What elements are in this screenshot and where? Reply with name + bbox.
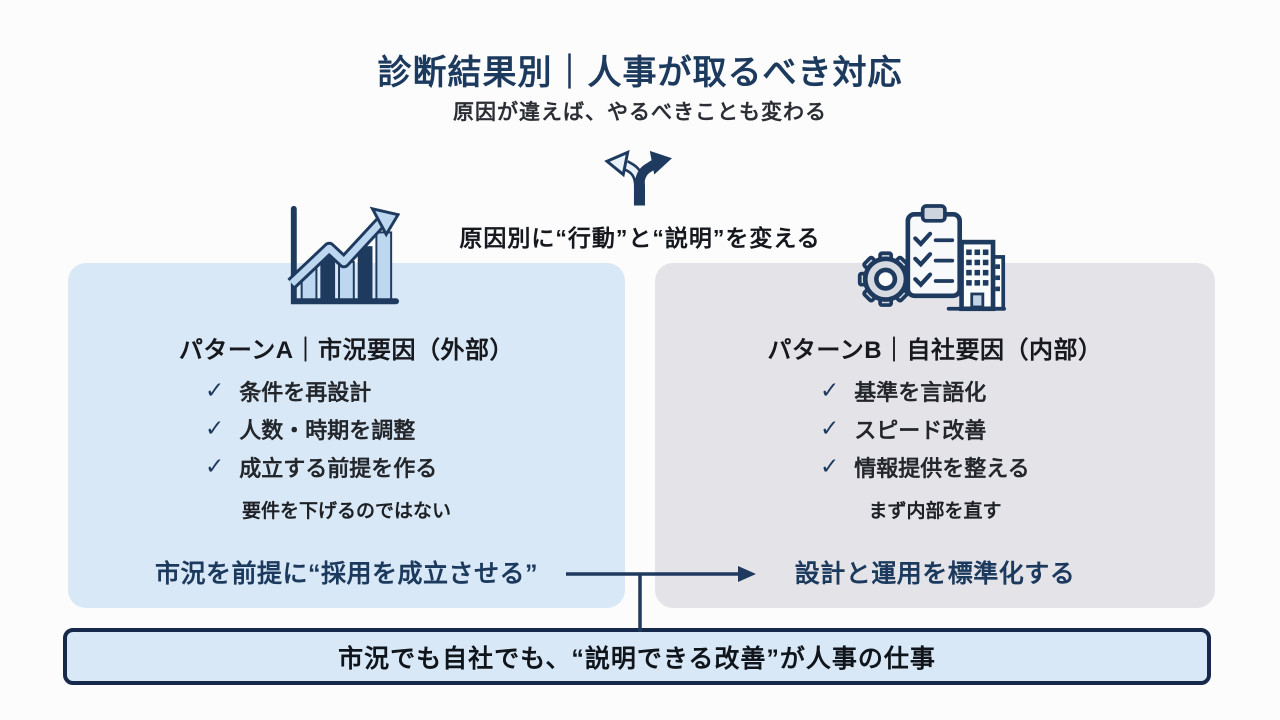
check-icon: ✓	[205, 453, 225, 479]
list-item: ✓ 条件を再設計	[205, 377, 437, 405]
list-item: ✓ 人数・時期を調整	[205, 415, 437, 443]
panel-pattern-b: パターンB｜自社要因（内部） ✓ 基準を言語化 ✓ スピード改善 ✓ 情報提供を…	[655, 263, 1215, 608]
page-subtitle: 原因が違えば、やるべきことも変わる	[453, 101, 827, 124]
gear-clipboard-building-icon	[857, 204, 1006, 312]
list-item-label: 条件を再設計	[239, 379, 372, 405]
check-icon: ✓	[205, 415, 225, 441]
panel-a-checklist: ✓ 条件を再設計 ✓ 人数・時期を調整 ✓ 成立する前提を作る	[205, 377, 437, 481]
gear-icon	[857, 251, 914, 307]
check-icon: ✓	[205, 377, 225, 403]
panel-a-title: パターンA｜市況要因（外部）	[178, 337, 515, 364]
panel-a-note: 要件を下げるのではない	[241, 501, 451, 522]
list-item-label: 成立する前提を作る	[239, 455, 438, 481]
summary-banner: 市況でも自社でも、“説明できる改善”が人事の仕事	[63, 628, 1211, 685]
list-item-label: スピード改善	[854, 417, 987, 443]
building-icon	[946, 239, 1006, 312]
list-item: ✓ 情報提供を整える	[820, 453, 1030, 481]
clipboard-icon	[905, 204, 963, 299]
check-icon: ✓	[820, 415, 840, 441]
panel-b-note: まず内部を直す	[868, 501, 1002, 522]
panel-b-title: パターンB｜自社要因（内部）	[767, 337, 1103, 364]
branch-label: 原因別に“行動”と“説明”を変える	[459, 225, 821, 251]
list-item-label: 情報提供を整える	[854, 455, 1030, 481]
list-item: ✓ 基準を言語化	[820, 377, 1030, 405]
growth-bar-chart-icon	[287, 205, 400, 305]
fork-arrow-icon	[604, 149, 672, 206]
panel-a-conclusion: 市況を前提に“採用を成立させる”	[154, 560, 538, 588]
check-icon: ✓	[820, 377, 840, 403]
panel-b-checklist: ✓ 基準を言語化 ✓ スピード改善 ✓ 情報提供を整える	[820, 377, 1030, 481]
check-icon: ✓	[820, 453, 840, 479]
list-item-label: 人数・時期を調整	[239, 417, 416, 443]
list-item: ✓ スピード改善	[820, 415, 1030, 443]
list-item-label: 基準を言語化	[854, 379, 987, 405]
summary-banner-text: 市況でも自社でも、“説明できる改善”が人事の仕事	[338, 644, 936, 673]
panel-pattern-a: パターンA｜市況要因（外部） ✓ 条件を再設計 ✓ 人数・時期を調整 ✓ 成立す…	[68, 263, 625, 608]
flow-connector-arrow	[566, 566, 756, 632]
list-item: ✓ 成立する前提を作る	[205, 453, 437, 481]
panel-b-conclusion: 設計と運用を標準化する	[794, 560, 1076, 588]
page-title: 診断結果別｜人事が取るべき対応	[377, 54, 903, 92]
